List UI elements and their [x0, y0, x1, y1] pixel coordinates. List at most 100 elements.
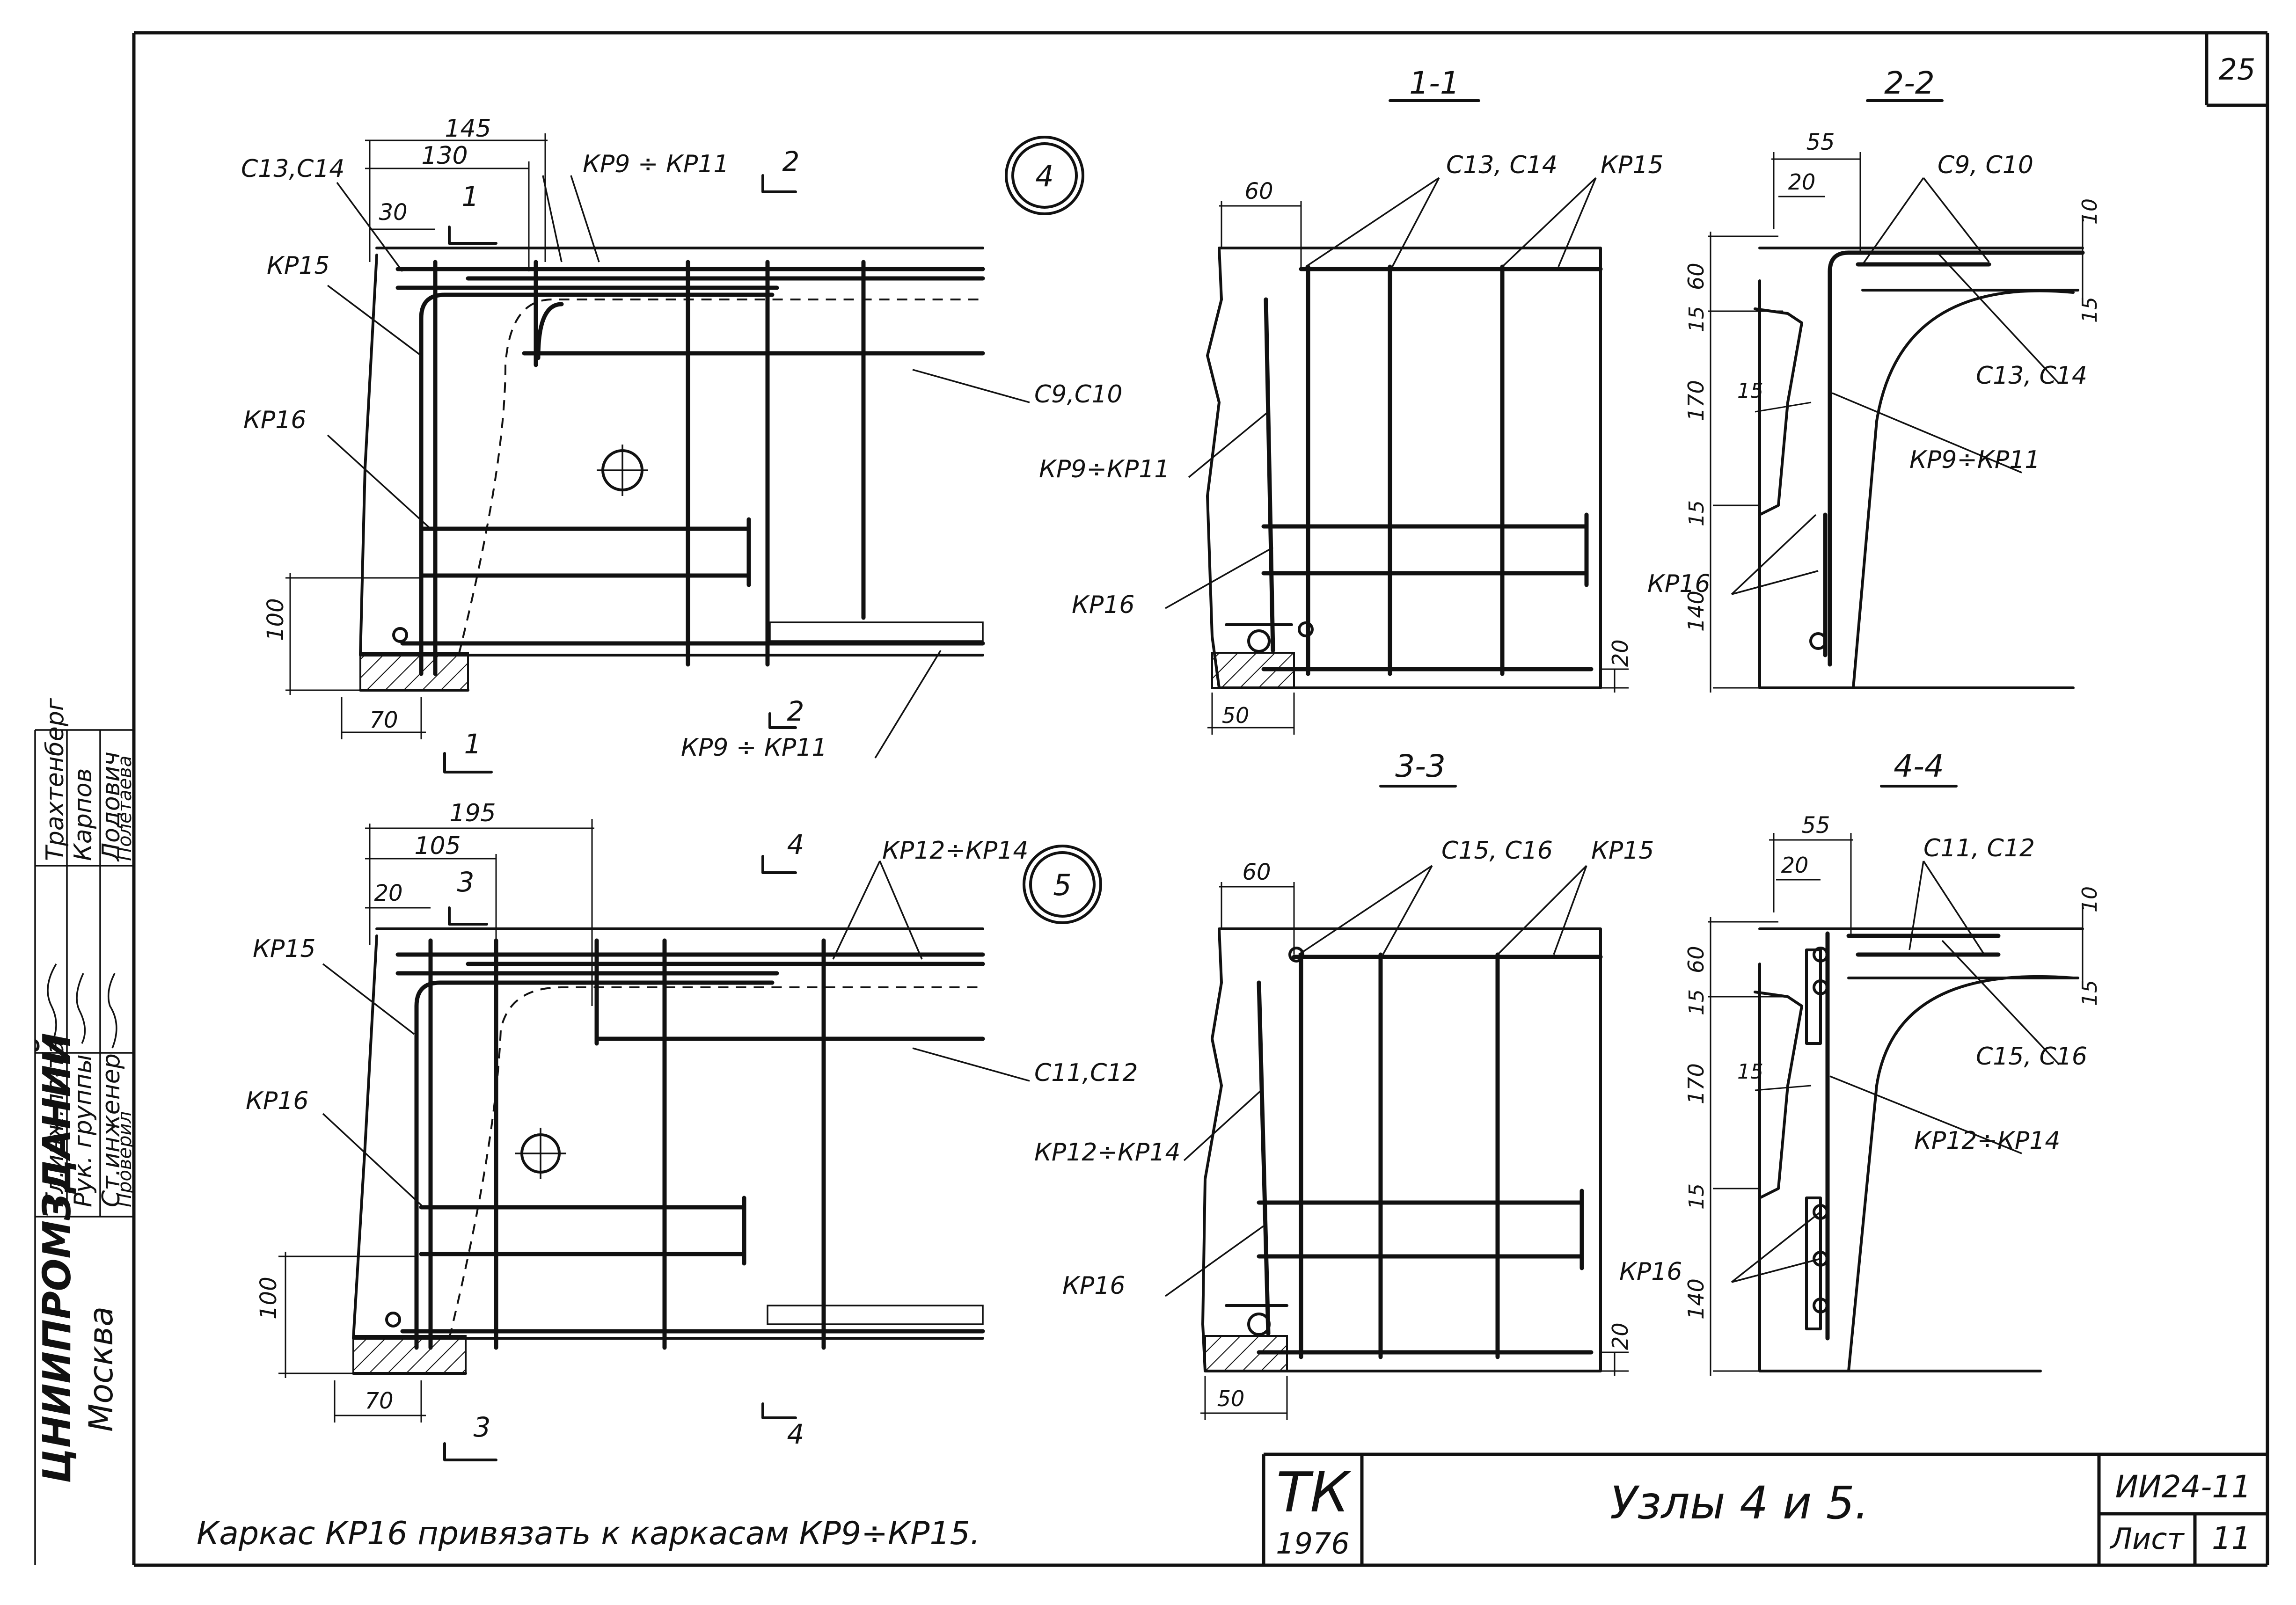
stamp-name-1: Трахтенберг [41, 698, 69, 861]
s44-dim-60: 60 [1683, 946, 1709, 973]
s44-dim-15c: 15 [1737, 1060, 1763, 1084]
title-text: Узлы 4 и 5. [1610, 1477, 1869, 1529]
stamp-role-4: Проверил [114, 1111, 136, 1207]
section-1-1-drawing [1165, 99, 1629, 735]
s44-title: 4-4 [1894, 748, 1944, 784]
n5-dim-100: 100 [256, 1277, 282, 1320]
stamp-name-4: Полетаева [114, 756, 136, 861]
n4-dim-30: 30 [379, 199, 407, 226]
s33-dim-50: 50 [1217, 1386, 1245, 1411]
s22-label-kp9: КР9÷КР11 [1909, 446, 2040, 474]
stamp-org: ЦНИИПРОМЗДАНИЙ [35, 1033, 80, 1483]
s22-dim-20: 20 [1788, 169, 1816, 195]
n5-label-kp12: КР12÷КР14 [882, 837, 1028, 865]
sheet-frame [132, 31, 2269, 1567]
s33-dim-20: 20 [1608, 1322, 1633, 1350]
s44-label-kp12: КР12÷КР14 [1914, 1127, 2060, 1155]
s22-dim-15a: 15 [1685, 306, 1709, 332]
s11-label-c13: С13, С14 [1446, 151, 1557, 179]
approval-stamp [34, 729, 134, 1565]
title-year: 1976 [1276, 1526, 1350, 1561]
s44-dim-20: 20 [1781, 853, 1809, 878]
s22-dim-15d: 15 [1685, 500, 1709, 526]
s44-label-kp16: КР16 [1619, 1258, 1682, 1286]
s44-dim-140: 140 [1683, 1278, 1709, 1320]
s44-dim-15a: 15 [1685, 989, 1709, 1015]
section-3-3-drawing [1164, 785, 1629, 1420]
s44-label-c11: С11, С12 [1923, 834, 2035, 862]
s33-label-c15: С15, С16 [1441, 837, 1553, 865]
n4-cut-a: 1 [462, 181, 479, 212]
s33-label-kp12: КР12÷КР14 [1034, 1138, 1180, 1167]
s11-label-kp16: КР16 [1072, 591, 1134, 619]
n5-circle: 5 [1053, 868, 1071, 902]
n4-cut-c: 2 [787, 695, 804, 727]
s11-dim-20: 20 [1608, 639, 1633, 667]
n4-cut-d: 1 [464, 728, 482, 760]
s22-label-kp16: КР16 [1647, 570, 1710, 598]
s22-dim-140: 140 [1683, 591, 1709, 632]
n4-label-kp9: КР9 ÷ КР11 [583, 150, 729, 178]
title-tk: ТК [1276, 1460, 1352, 1525]
n5-label-kp16: КР16 [246, 1087, 308, 1115]
s44-dim-55: 55 [1801, 812, 1830, 839]
n5-label-c11: С11,С12 [1034, 1059, 1138, 1087]
s22-title: 2-2 [1884, 65, 1935, 101]
s33-title: 3-3 [1395, 748, 1446, 784]
s22-dim-15b: 15 [2078, 297, 2102, 323]
stamp-role-1: Гл.инж.пр-та [41, 1040, 69, 1207]
n5-dim-105: 105 [414, 832, 461, 860]
n5-dim-20: 20 [374, 880, 402, 906]
n5-label-kp15: КР15 [253, 935, 315, 963]
general-note: Каркас КР16 привязать к каркасам КР9÷КР1… [197, 1515, 980, 1552]
s33-label-kp16: КР16 [1062, 1272, 1125, 1300]
s22-dim-15c: 15 [1737, 379, 1763, 403]
n5-dim-195: 195 [449, 799, 496, 827]
n4-label-c9: С9,С10 [1034, 380, 1122, 409]
title-sheet-no: 11 [2212, 1520, 2251, 1556]
title-code: ИИ24-11 [2115, 1469, 2252, 1505]
stamp-name-3: Лодович [97, 751, 125, 862]
n4-cut-b: 2 [782, 146, 800, 177]
s44-dim-15b: 15 [2078, 980, 2102, 1006]
s11-label-kp9: КР9÷КР11 [1039, 455, 1170, 483]
title-block [1262, 1452, 2267, 1565]
s44-dim-170: 170 [1683, 1063, 1709, 1104]
s22-dim-55: 55 [1806, 129, 1835, 155]
s33-dim-60: 60 [1242, 859, 1271, 885]
title-sheet-label: Лист [2109, 1522, 2185, 1556]
n5-cut-c: 4 [787, 1418, 804, 1450]
n4-label-kp16: КР16 [243, 406, 306, 434]
n5-cut-a: 3 [457, 866, 475, 898]
stamp-name-2: Карпов [69, 768, 97, 861]
s11-label-kp15: КР15 [1601, 151, 1663, 179]
n4-label-kp9b: КР9 ÷ КР11 [681, 734, 827, 762]
s11-dim-60: 60 [1244, 178, 1273, 204]
s11-title: 1-1 [1409, 65, 1460, 101]
n5-cut-d: 3 [474, 1411, 491, 1443]
signature-marks [47, 963, 117, 1049]
s22-label-c13: С13, С14 [1976, 362, 2087, 390]
n4-circle: 4 [1035, 159, 1053, 193]
sheet-number: 25 [2219, 52, 2256, 87]
node-5-drawing [278, 819, 1102, 1461]
n4-dim-70: 70 [369, 707, 398, 733]
s22-dim-170: 170 [1683, 380, 1709, 421]
section-4-4-drawing [1708, 785, 2084, 1376]
n4-dim-100: 100 [263, 598, 289, 641]
s44-dim-15d: 15 [1685, 1183, 1709, 1210]
s11-dim-50: 50 [1222, 703, 1250, 728]
n4-label-kp15: КР15 [267, 252, 329, 280]
n5-dim-70: 70 [365, 1388, 393, 1414]
n5-cut-b: 4 [787, 829, 804, 861]
n4-dim-130: 130 [421, 142, 468, 170]
section-2-2-drawing [1708, 99, 2085, 693]
s33-label-kp15: КР15 [1591, 837, 1654, 865]
s22-dim-60: 60 [1683, 263, 1709, 290]
n4-dim-145: 145 [445, 115, 491, 143]
stamp-role-2: Рук. группы [69, 1054, 97, 1207]
s22-label-c9: С9, С10 [1938, 151, 2033, 179]
s22-dim-10: 10 [2078, 198, 2102, 225]
stamp-role-3: Ст.инженер [97, 1053, 125, 1207]
